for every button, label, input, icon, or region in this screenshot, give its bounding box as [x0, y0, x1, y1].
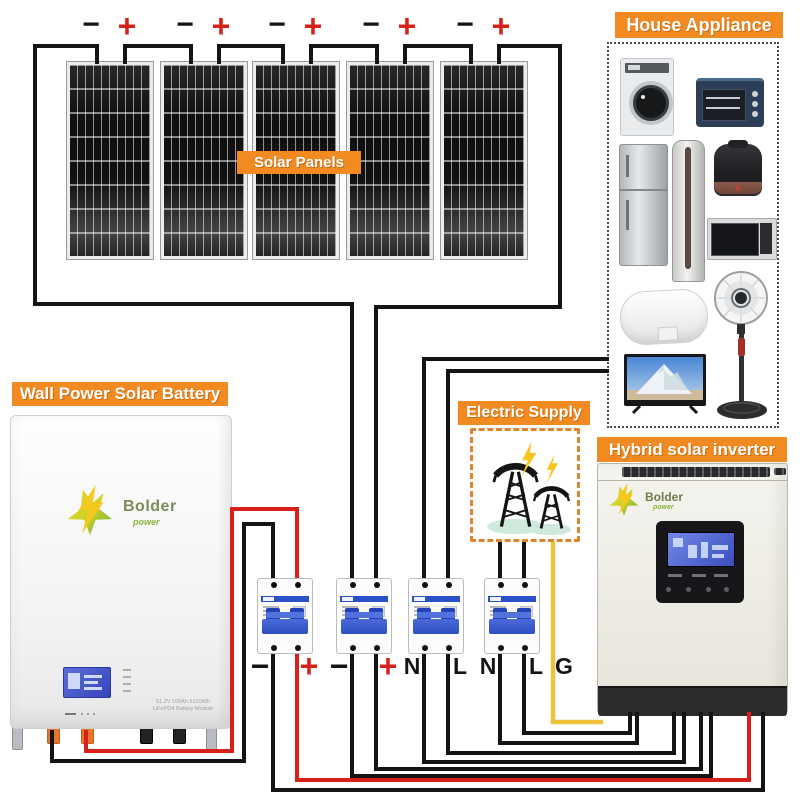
inverter-brand-text: Bolder	[645, 490, 684, 504]
air-conditioner-icon	[672, 140, 705, 282]
panel5-positive-label: +	[491, 8, 511, 44]
panel5-negative-label: −	[456, 8, 474, 41]
inverter-button	[706, 587, 711, 592]
washing-machine-icon	[620, 58, 674, 136]
panel3-negative-label: −	[268, 8, 286, 41]
inverter-brand-tagline: power	[653, 504, 674, 511]
inverter-vent	[622, 467, 770, 477]
television-icon	[624, 354, 706, 419]
toaster-oven-icon	[696, 78, 764, 127]
inverter-badge: Hybrid solar inverter	[597, 437, 787, 462]
solar-panel-1	[66, 61, 154, 260]
inverter-lcd-display	[667, 532, 735, 567]
battery-brand-tagline: power	[133, 517, 160, 527]
inverter-button	[724, 587, 729, 592]
electric-supply-badge: Electric Supply	[458, 401, 590, 425]
refrigerator-icon	[619, 144, 668, 266]
breaker-battery	[257, 578, 313, 654]
battery-led-indicator	[123, 669, 131, 671]
grid-breaker-l-label: L	[528, 653, 544, 679]
breaker-grid	[484, 578, 540, 654]
battery-badge: Wall Power Solar Battery	[12, 382, 228, 406]
breaker-load	[408, 578, 464, 654]
inverter-terminal-cover	[598, 686, 787, 716]
panel3-positive-label: +	[303, 8, 323, 44]
battery-unit: Bolder power 51.2V 100Ah 5120Wh LiFePO4 …	[10, 415, 232, 729]
inverter-button	[686, 587, 691, 592]
load-breaker-n-label: N	[403, 653, 421, 679]
stand-fan-icon	[714, 268, 768, 429]
breaker-pv	[336, 578, 392, 654]
inverter-vent	[774, 468, 786, 475]
rice-cooker-icon	[714, 140, 762, 196]
pv-breaker-negative-label: −	[329, 648, 349, 684]
house-appliance-box	[607, 42, 779, 428]
battery-brand-text: Bolder	[123, 498, 177, 515]
lightning-bolt-icon	[546, 454, 559, 484]
panel4-positive-label: +	[397, 8, 417, 44]
microwave-icon	[707, 218, 777, 260]
electric-supply-box	[470, 428, 580, 542]
solar-panel-5	[440, 61, 528, 260]
wire-series-bridge-1	[123, 44, 193, 64]
panel1-positive-label: +	[117, 8, 137, 44]
panel4-negative-label: −	[362, 8, 380, 41]
battery-led-indicator	[123, 690, 131, 692]
panel2-positive-label: +	[211, 8, 231, 44]
load-breaker-l-label: L	[452, 653, 468, 679]
house-appliance-badge: House Appliance	[615, 12, 783, 38]
solar-panels-badge: Solar Panels	[237, 151, 361, 174]
wire-ground	[550, 541, 604, 725]
brand-star-icon	[61, 484, 119, 541]
ground-label: G	[555, 653, 573, 679]
panel1-negative-label: −	[82, 8, 100, 41]
water-heater-icon	[618, 287, 710, 347]
pv-breaker-positive-label: +	[378, 648, 398, 684]
wire-series-bridge-4	[403, 44, 473, 64]
solar-panel-2	[160, 61, 248, 260]
brand-star-icon	[605, 483, 643, 521]
grid-breaker-n-label: N	[479, 653, 497, 679]
inverter-unit: Bolder power	[597, 463, 788, 716]
battery-led-indicator	[123, 683, 131, 685]
battery-breaker-negative-label: −	[250, 648, 270, 684]
inverter-control-panel	[656, 521, 744, 603]
panel2-negative-label: −	[176, 8, 194, 41]
battery-breaker-positive-label: +	[299, 648, 319, 684]
battery-power-switch	[65, 713, 76, 715]
power-pylon-icon	[487, 441, 572, 536]
wire-series-bridge-2	[217, 44, 285, 64]
battery-spec-text: 51.2V 100Ah 5120Wh LiFePO4 Battery Modul…	[152, 699, 214, 712]
inverter-button	[666, 587, 671, 592]
battery-lcd-display	[63, 667, 111, 698]
battery-led-indicator	[123, 676, 131, 678]
wire-series-bridge-3	[309, 44, 379, 64]
